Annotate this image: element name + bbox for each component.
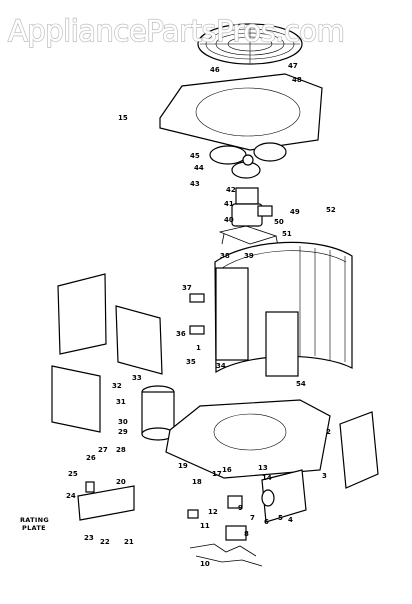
front-panel (339, 411, 379, 489)
callout-48: 48 (292, 76, 302, 84)
callout-5: 5 (278, 514, 283, 522)
service-valves (189, 293, 205, 335)
callout-28: 28 (116, 446, 126, 454)
fan-motor-assembly (218, 187, 279, 247)
rating-plate-assembly (77, 481, 135, 521)
callout-8: 8 (244, 530, 249, 538)
callout-labels: 1234567891011121314151617181920212223242… (66, 62, 336, 568)
callout-2: 2 (326, 428, 331, 436)
rating-plate-label-line2: PLATE (22, 524, 46, 532)
callout-37: 37 (182, 284, 192, 292)
callout-52: 52 (326, 206, 336, 214)
watermark: AppliancePartsPros.com (7, 13, 345, 48)
callout-51: 51 (282, 230, 292, 238)
callout-23: 23 (84, 534, 94, 542)
callout-3: 3 (322, 472, 327, 480)
callout-18: 18 (192, 478, 202, 486)
condenser-coil (214, 241, 353, 377)
callout-45: 45 (190, 152, 200, 160)
callout-32: 32 (112, 382, 122, 390)
callout-54: 54 (296, 380, 306, 388)
callout-25: 25 (68, 470, 78, 478)
top-panel (159, 73, 323, 151)
callout-41: 41 (224, 200, 234, 208)
side-panel-left (57, 273, 107, 355)
callout-40: 40 (224, 216, 234, 224)
callout-22: 22 (100, 538, 110, 546)
callout-50: 50 (274, 218, 284, 226)
corner-panel (115, 305, 163, 375)
callout-9: 9 (238, 504, 243, 512)
callout-29: 29 (118, 428, 128, 436)
compressor (141, 385, 175, 441)
callout-6: 6 (264, 518, 269, 526)
callout-21: 21 (124, 538, 134, 546)
callout-11: 11 (200, 522, 210, 530)
wiring-harness (189, 543, 263, 567)
callout-13: 13 (258, 464, 268, 472)
callout-12: 12 (208, 508, 218, 516)
callout-4: 4 (288, 516, 293, 524)
callout-43: 43 (190, 180, 200, 188)
access-panel (51, 365, 101, 433)
rating-plate-label-line1: RATING (20, 516, 49, 524)
callout-38: 38 (220, 252, 230, 260)
fan-blade (209, 142, 287, 179)
callout-17: 17 (212, 470, 222, 478)
fan-guard-grille (197, 23, 303, 65)
callout-39: 39 (244, 252, 254, 260)
callout-49: 49 (290, 208, 300, 216)
callout-26: 26 (86, 454, 96, 462)
callout-24: 24 (66, 492, 76, 500)
callout-30: 30 (118, 418, 128, 426)
callout-31: 31 (116, 398, 126, 406)
callout-46: 46 (210, 66, 220, 74)
control-box (187, 469, 307, 541)
callout-1: 1 (196, 344, 201, 352)
callout-42: 42 (226, 186, 236, 194)
callout-36: 36 (176, 330, 186, 338)
callout-14: 14 (262, 474, 272, 482)
callout-20: 20 (116, 478, 126, 486)
callout-34: 34 (216, 362, 226, 370)
callout-44: 44 (194, 164, 204, 172)
callout-7: 7 (250, 514, 255, 522)
callout-19: 19 (178, 462, 188, 470)
base-pan (165, 399, 331, 479)
callout-47: 47 (288, 62, 298, 70)
callout-15: 15 (118, 114, 128, 122)
callout-16: 16 (222, 466, 232, 474)
callout-10: 10 (200, 560, 210, 568)
callout-27: 27 (98, 446, 108, 454)
callout-33: 33 (132, 374, 142, 382)
callout-35: 35 (186, 358, 196, 366)
